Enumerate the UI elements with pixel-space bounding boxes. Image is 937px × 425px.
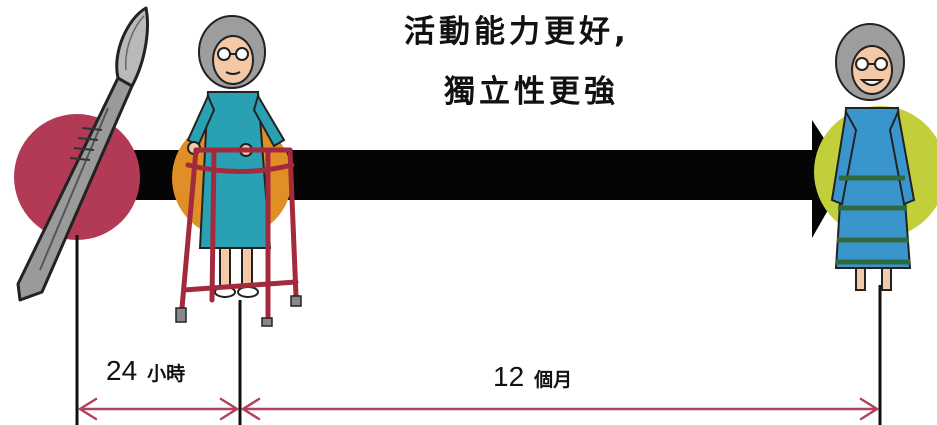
recovered-woman-icon xyxy=(830,23,916,291)
dimension-arrow-12m xyxy=(240,397,880,421)
duration-unit: 小時 xyxy=(147,363,186,385)
duration-12-months: 12 個月 xyxy=(493,361,572,393)
duration-unit: 個月 xyxy=(534,369,573,391)
scalpel-icon xyxy=(16,6,149,302)
caption-line-1: 活動能力更好, xyxy=(404,14,630,50)
duration-number: 12 xyxy=(493,361,525,392)
caption-line-2: 獨立性更強 xyxy=(444,74,619,110)
dimension-arrow-24h xyxy=(77,397,240,421)
duration-number: 24 xyxy=(106,355,138,386)
duration-24-hours: 24 小時 xyxy=(106,355,185,387)
patient-with-walker-icon xyxy=(175,15,302,327)
